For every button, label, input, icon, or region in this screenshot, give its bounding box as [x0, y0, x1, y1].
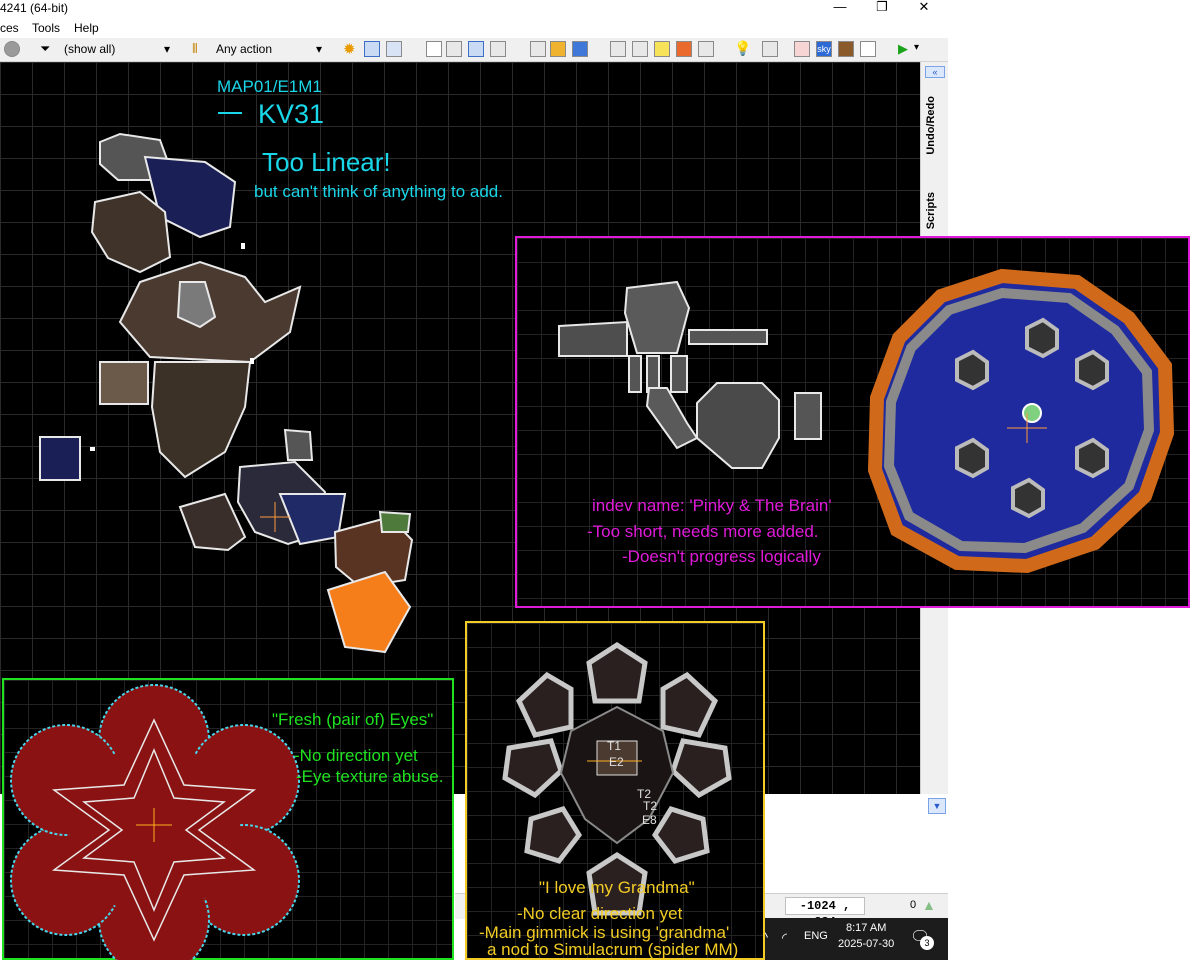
menu-item-tools[interactable]: Tools [32, 21, 61, 35]
grandma-note-line1: "I love my Grandma" [539, 878, 695, 897]
door-icon[interactable] [838, 41, 854, 57]
grandma-note-line4: a nod to Simulacrum (spider MM) [487, 940, 739, 959]
zoom-readout: 0 [910, 899, 917, 911]
close-button[interactable]: ✕ [918, 0, 930, 14]
menu-item-help[interactable]: Help [74, 21, 99, 35]
light-bulb-icon[interactable]: 💡 [734, 40, 752, 56]
brightness-icon[interactable]: ✹ [343, 41, 356, 58]
system-tray: ^ ◜ ENG 8:17 AM 2025-07-30 🗨 3 [762, 918, 948, 960]
chevron-up-icon[interactable]: ^ [762, 930, 769, 945]
scroll-down-icon[interactable]: ▼ [928, 798, 946, 814]
find-icon[interactable] [490, 41, 506, 57]
language-indicator[interactable]: ENG [804, 930, 828, 942]
monster-icon[interactable] [794, 41, 810, 57]
map-geometry-grandma [502, 642, 732, 916]
pinky-note-line1: indev name: 'Pinky & The Brain' [592, 496, 832, 515]
map-headline-note: Too Linear! [262, 147, 391, 177]
window-title: 4241 (64-bit) [0, 1, 69, 15]
tab-undo-redo[interactable]: Undo/Redo [925, 96, 937, 155]
merge-icon[interactable] [572, 41, 588, 57]
action-dropdown[interactable]: Any action ▾ [216, 40, 326, 59]
chevron-down-icon: ▾ [163, 42, 170, 56]
tag-icon[interactable] [654, 41, 670, 57]
copy-icon[interactable] [530, 41, 546, 57]
sky-icon[interactable]: sky [816, 41, 832, 57]
collapse-docker-icon[interactable]: « [925, 66, 945, 78]
linedef-marker [218, 112, 242, 114]
map-name-label: KV31 [258, 99, 325, 129]
thing-tag-t2b: T2 [643, 799, 658, 813]
eyes-note-line2: -No direction yet [294, 746, 418, 765]
eyes-note-line3: -Eye texture abuse. [296, 767, 444, 786]
filter-dropdown-value: (show all) [64, 42, 116, 56]
window-icon[interactable] [446, 41, 462, 57]
action-icon: ⦀ [192, 41, 198, 56]
edit-icon[interactable] [468, 41, 484, 57]
menu-item-devices[interactable]: ces [0, 21, 19, 35]
action-dropdown-value: Any action [216, 42, 273, 56]
panel-pinky-brain: indev name: 'Pinky & The Brain' -Too sho… [515, 236, 1190, 608]
map-geometry-fresh-eyes [10, 684, 300, 960]
pinky-note-line3: -Doesn't progress logically [622, 547, 821, 566]
layer-icon[interactable] [550, 41, 566, 57]
eyes-note-line1: "Fresh (pair of) Eyes" [272, 710, 434, 729]
thing-icon[interactable] [4, 41, 20, 57]
play-icon[interactable]: ▶ [898, 41, 908, 56]
chevron-down-icon: ▾ [315, 42, 322, 56]
triangle-up-icon[interactable]: ▲ [922, 897, 936, 913]
tools-icon[interactable] [676, 41, 692, 57]
snap-icon[interactable] [386, 41, 402, 57]
grandma-note-line3: -Main gimmick is using 'grandma' [479, 923, 730, 942]
info-icon[interactable] [860, 41, 876, 57]
select-rect-icon[interactable] [426, 41, 442, 57]
minimize-button[interactable]: — [833, 0, 847, 14]
map-geometry-pinky-brain [558, 268, 1175, 574]
panel-grandma: T1 E2 T2 T2 E8 "I love my Grandma" -No c… [465, 621, 765, 960]
thing-tag-e8: E8 [642, 813, 657, 827]
notification-count-badge: 3 [920, 936, 934, 950]
toolbar: ⏷ (show all) ▾ ⦀ Any action ▾ ✹ 💡 sky ▶ ▾ [0, 38, 948, 62]
image-icon[interactable] [762, 41, 778, 57]
map-id-label: MAP01/E1M1 [217, 77, 322, 96]
filter-dropdown[interactable]: (show all) ▾ [64, 40, 174, 59]
brush-icon[interactable] [698, 41, 714, 57]
coordinates-readout: -1024 , 384 [785, 897, 865, 929]
thing-tag-t1: T1 [607, 739, 622, 753]
wifi-icon[interactable]: ◜ [782, 930, 788, 945]
flat-grid-icon[interactable] [632, 41, 648, 57]
clock-date[interactable]: 2025-07-30 [838, 938, 895, 950]
map-geometry-kv31 [39, 132, 414, 654]
title-bar: 4241 (64-bit) — ❐ ✕ [0, 0, 948, 18]
tab-scripts[interactable]: Scripts [925, 192, 937, 230]
thing-tag-t2a: T2 [637, 787, 652, 801]
grandma-note-line2: -No clear direction yet [517, 904, 683, 923]
filter-icon[interactable]: ⏷ [40, 41, 51, 56]
pinky-note-line2: -Too short, needs more added. [587, 522, 819, 541]
maximize-button[interactable]: ❐ [876, 0, 888, 14]
thing-tag-e2: E2 [609, 755, 624, 769]
panel-fresh-eyes: "Fresh (pair of) Eyes" -No direction yet… [2, 678, 454, 960]
clock-time[interactable]: 8:17 AM [846, 922, 887, 934]
chevron-down-icon[interactable]: ▾ [914, 42, 920, 53]
map-subline-note: but can't think of anything to add. [254, 182, 503, 201]
grid-toggle-icon[interactable] [364, 41, 380, 57]
menu-bar: ces Tools Help [0, 18, 948, 38]
texture-grid-icon[interactable] [610, 41, 626, 57]
